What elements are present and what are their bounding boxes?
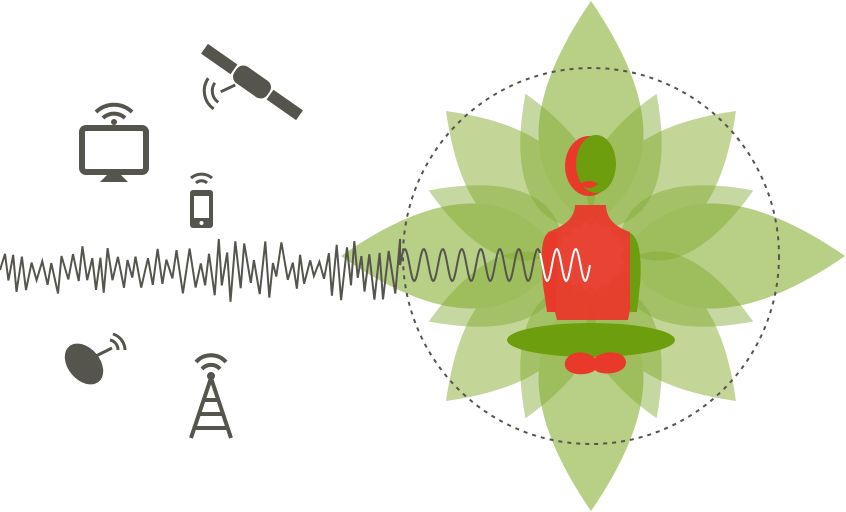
lips <box>580 181 598 188</box>
crossed-legs <box>507 323 675 357</box>
signal-wave-highlight <box>539 247 591 283</box>
right-arm <box>628 232 641 312</box>
lotus-petals <box>341 1 845 511</box>
feet <box>564 352 626 375</box>
signal-wave <box>0 238 544 302</box>
satellite-dish-icon <box>64 332 127 385</box>
torso <box>548 205 632 320</box>
petal <box>618 251 754 327</box>
face <box>576 135 616 193</box>
petal <box>618 185 754 261</box>
aura-dashed-circle <box>402 67 780 445</box>
petal <box>606 111 736 241</box>
left-arm <box>541 232 557 312</box>
petal <box>520 93 596 229</box>
radio-tower-icon <box>189 353 233 439</box>
petal <box>428 251 564 327</box>
tv-icon <box>79 102 149 182</box>
petal <box>428 185 564 261</box>
satellite-icon <box>201 43 303 121</box>
petal <box>586 93 662 229</box>
petal <box>446 111 576 241</box>
smartphone-icon <box>190 172 213 228</box>
meditating-person-icon <box>507 135 675 375</box>
